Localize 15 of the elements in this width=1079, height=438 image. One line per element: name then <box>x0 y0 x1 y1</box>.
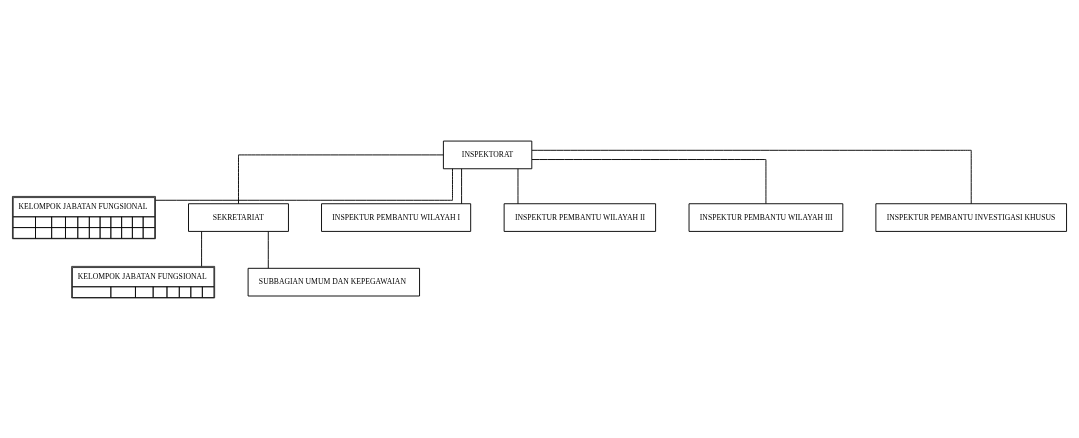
connector <box>461 167 463 204</box>
connector <box>155 167 453 201</box>
connector <box>201 230 203 267</box>
node-box: INSPEKTORAT <box>442 140 533 169</box>
node-box: SEKRETARIAT <box>188 202 289 232</box>
connector <box>531 158 767 204</box>
connector <box>267 230 269 269</box>
node-box: INSPEKTUR PEMBANTU WILAYAH I <box>321 202 472 232</box>
connector <box>531 149 972 204</box>
node-box: SUBBAGIAN UMUM DAN KEPEGAWAIAN <box>247 267 420 296</box>
node-box: INSPEKTUR PEMBANTU WILAYAH II <box>503 202 657 232</box>
connector <box>517 167 519 204</box>
node-box: INSPEKTUR PEMBANTU INVESTIGASI KHUSUS <box>875 202 1067 232</box>
connector <box>238 153 444 204</box>
node-box: INSPEKTUR PEMBANTU WILAYAH III <box>688 202 844 232</box>
